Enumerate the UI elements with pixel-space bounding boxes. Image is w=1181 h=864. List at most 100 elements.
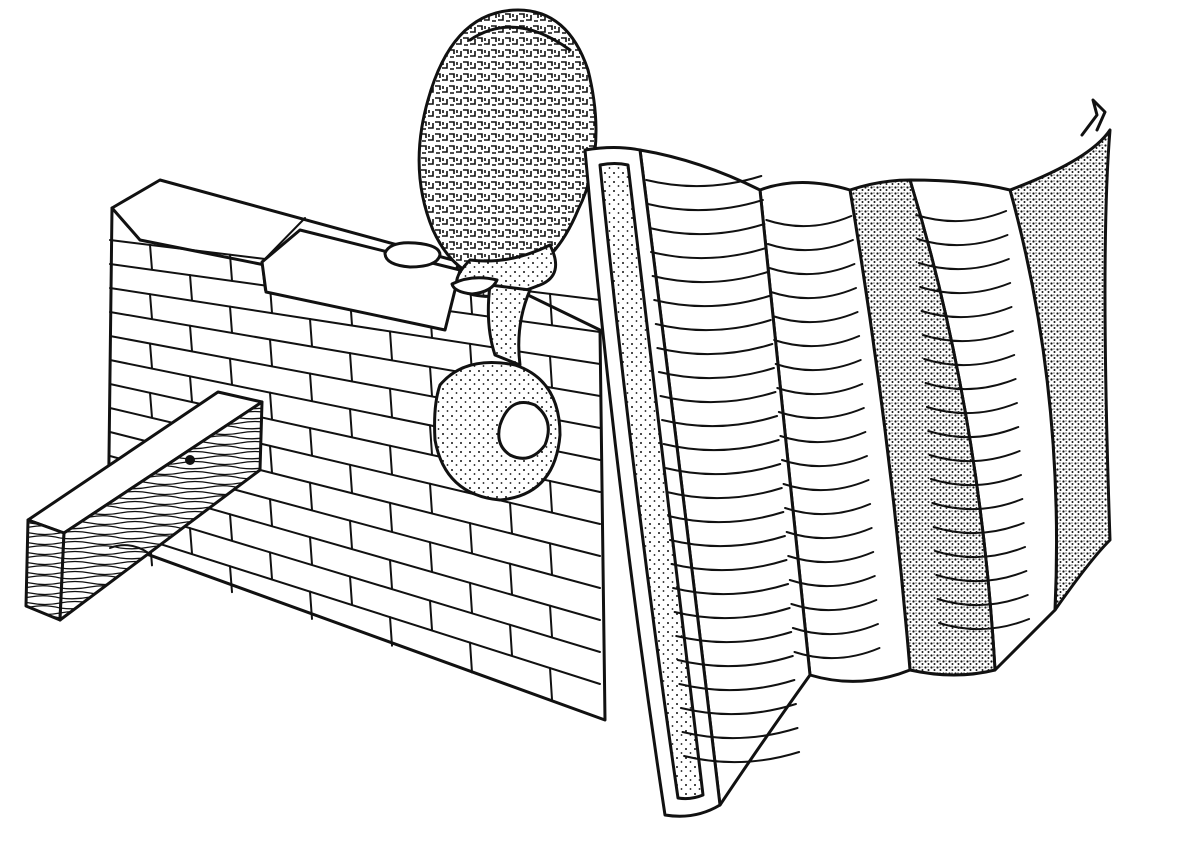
brick-joint [189,375,193,403]
tile-ridge-line [646,199,764,212]
tile-ridge-line [648,223,766,236]
brick-joint [309,481,313,511]
brick-joint [309,427,313,457]
brick-joint [349,407,353,438]
tile-ridge-line [788,575,876,588]
tile-ridge-line [780,455,868,468]
tile-ridge-line [645,175,763,188]
brick-joint [229,253,233,282]
brick-joint [189,324,193,353]
tile-ridge-line [920,306,1013,319]
tile-ridge-line [664,463,782,476]
brick-joint [189,527,193,555]
brick-course-line [109,527,601,685]
brick-joint [549,667,553,701]
tile-ridges [645,175,1031,764]
brick-joint [309,372,313,402]
tile-ridge-line [929,474,1022,487]
brick-joint [549,542,553,576]
tile-ridge-line [668,535,786,548]
tile-ridge-line [931,498,1024,511]
brick-joint [189,274,193,302]
tile-ridge-line [667,511,785,524]
tile-ridge-line [923,354,1016,367]
woven-basket-bundle [417,8,598,367]
brick-joint [429,541,433,573]
tile-ridge-line [678,679,796,692]
tile-ridge-line [650,247,768,260]
brick-joint [149,293,153,320]
brick-joint [509,623,513,657]
tile-ridge-line [915,210,1008,223]
brick-joint [349,519,353,550]
brick-joint [149,243,153,271]
brick-joint [509,562,513,596]
brick-joint [229,305,233,334]
tile-ridge-line [653,295,771,308]
tile-ridge-line [921,330,1014,343]
tile-ridge-line [793,647,881,660]
tile-ridge-line [665,487,783,500]
brick-joint [389,501,393,533]
tile-ridge-line [777,407,865,420]
brick-joint [309,590,313,620]
tile-ridge-line [790,599,878,612]
tile-ridge-line [675,631,793,644]
brick-joint [389,444,393,476]
tile-ridge-line [928,450,1021,463]
tile-ridge-line [936,594,1029,607]
brick-joint [349,352,353,383]
tile-ridge-line [683,751,801,764]
tile-ridge-line [651,271,769,284]
brick-joint [389,559,393,590]
brick-joint [469,641,473,674]
tile-ridge-line [917,258,1010,271]
brick-joint [429,424,433,456]
tile-ridge-line [654,319,772,332]
tile-ridge-line [787,551,875,564]
brick-joint [509,501,513,535]
tile-ridge-line [681,727,799,740]
brick-joint [549,604,553,638]
tile-ridge-line [932,522,1025,535]
tile-ridge-line [661,415,779,428]
tile-ridge-line [670,559,788,572]
tile-ridge-line [672,583,790,596]
brick-joint [549,479,553,514]
brick-joint [269,391,273,421]
brick-joint [309,318,313,348]
tile-ridge-line [938,618,1031,631]
tile-ridge-line [934,546,1026,559]
curved-tile-arch [583,98,1112,818]
tile-ridge-line [774,359,862,372]
tile-ridge-line [662,439,780,452]
tile-ridge-line [784,503,872,516]
tile-ridge-line [785,527,873,540]
tile-ridge-line [782,479,870,492]
tile-ridge-line [779,431,867,444]
brick-joint [269,498,273,527]
brick-course-line [109,503,601,653]
brick-joint [389,330,393,361]
brick-joint [229,513,233,542]
tile-ridge-line [919,282,1012,295]
brick-joint [549,355,553,389]
brick-joint [309,536,313,566]
brick-joint [229,565,233,594]
brick-joint [429,599,433,631]
tile-ridge-line [765,215,853,228]
tile-ridge-line [776,383,864,396]
tile-ridge-line [935,570,1028,583]
tile-ridge-line [673,607,791,620]
tile-ridge-line [766,239,854,252]
tile-ridge-line [927,426,1020,439]
brick-joint [429,365,433,398]
brick-joint [269,444,273,474]
round-stone [433,361,562,502]
brick-joint [269,551,273,580]
tile-ridge-line [659,391,777,404]
wooden-beam [24,390,264,622]
tile-ridge-line [916,234,1009,247]
tile-ridge-line [773,335,861,348]
